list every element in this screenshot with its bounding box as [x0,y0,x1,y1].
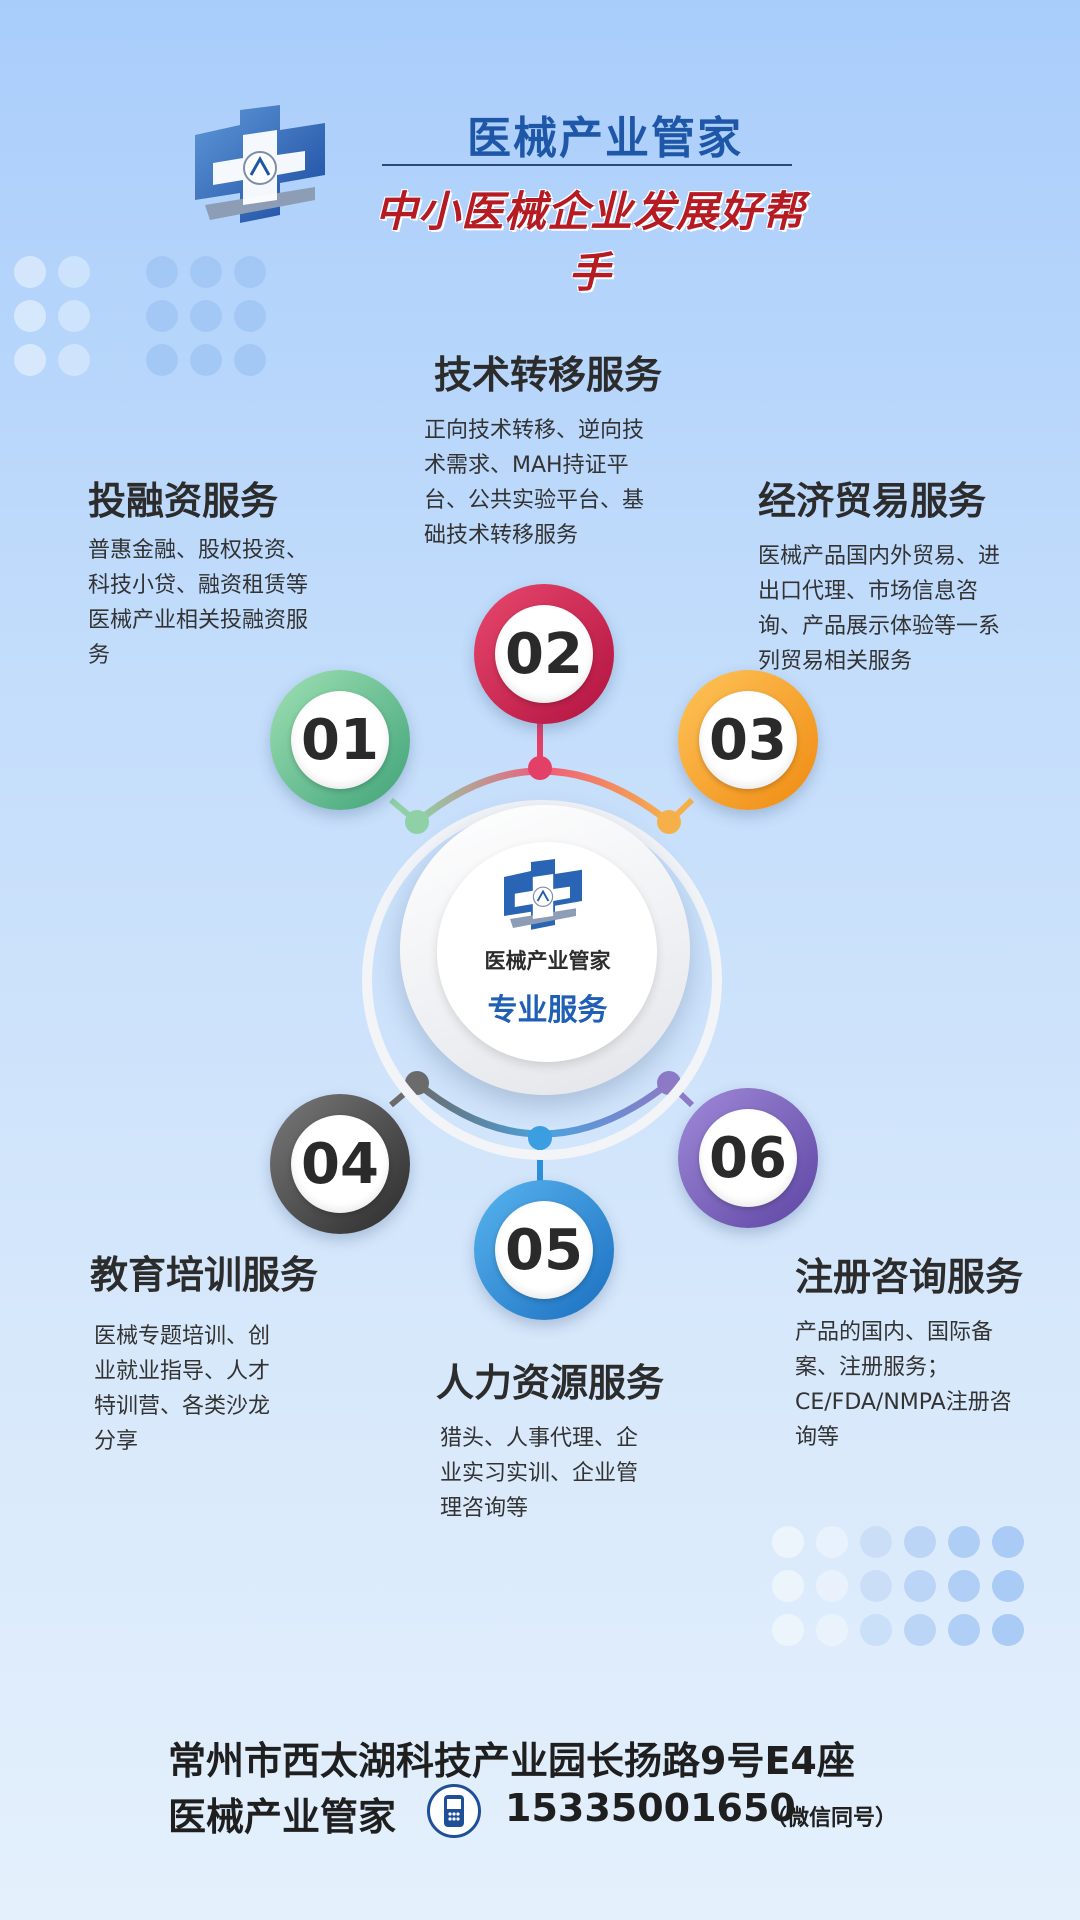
logo-icon [195,105,325,223]
decorative-dots-left [14,256,266,376]
brand-title: 医械产业管家 [467,113,743,164]
service-title-01: 投融资服务 [88,479,279,523]
service-block-06: 注册咨询服务 产品的国内、国际备案、注册服务；CE/FDA/NMPA注册咨询等 [795,1246,1024,1455]
footer-company: 医械产业管家 [168,1795,397,1839]
service-desc-05: 猎头、人事代理、企业实习实训、企业管理咨询等 [440,1426,639,1521]
service-desc-06: 产品的国内、国际备案、注册服务；CE/FDA/NMPA注册咨询等 [795,1320,1012,1450]
footer-address: 常州市西太湖科技产业园长扬路9号E4座 [168,1739,855,1783]
hub-subtitle: 专业服务 [487,993,608,1028]
title-divider [382,164,792,166]
connector-node-03 [657,810,681,834]
connector-node-01 [405,810,429,834]
service-number-01: 01 [270,670,410,810]
wechat-note: （微信同号） [765,1806,898,1831]
service-number-04: 04 [270,1094,410,1234]
service-title-03: 经济贸易服务 [758,479,987,523]
service-block-05: 人力资源服务 猎头、人事代理、企业实习实训、企业管理咨询等 [436,1352,665,1526]
decorative-dots-right [772,1526,1024,1646]
service-title-02: 技术转移服务 [434,353,663,397]
service-number-06: 06 [678,1088,818,1228]
slogan: 中小医械企业发展好帮手 [374,187,805,297]
phone-icon [427,1784,481,1838]
service-title-04: 教育培训服务 [90,1253,319,1297]
phone-number[interactable]: 15335001650 [505,1786,796,1830]
hub-logo-icon [504,859,582,930]
service-title-06: 注册咨询服务 [795,1255,1024,1299]
connector-node-02 [528,756,552,780]
service-desc-03: 医械产品国内外贸易、进出口代理、市场信息咨询、产品展示体验等一系列贸易相关服务 [758,544,1001,674]
service-block-02: 技术转移服务 正向技术转移、逆向技术需求、MAH持证平台、公共实验平台、基础技术… [424,344,664,553]
service-number-02: 02 [474,584,614,724]
service-block-04: 教育培训服务 医械专题培训、创业就业指导、人才特训营、各类沙龙分享 [90,1244,319,1459]
service-number-03: 03 [678,670,818,810]
service-desc-01: 普惠金融、股权投资、科技小贷、融资租赁等医械产业相关投融资服务 [88,538,309,668]
hub-brand-name: 医械产业管家 [484,949,611,973]
service-number-05: 05 [474,1180,614,1320]
service-desc-02: 正向技术转移、逆向技术需求、MAH持证平台、公共实验平台、基础技术转移服务 [424,418,645,548]
service-desc-04: 医械专题培训、创业就业指导、人才特训营、各类沙龙分享 [94,1324,271,1454]
service-title-05: 人力资源服务 [436,1361,665,1405]
service-block-01: 投融资服务 普惠金融、股权投资、科技小贷、融资租赁等医械产业相关投融资服务 [88,470,313,673]
service-block-03: 经济贸易服务 医械产品国内外贸易、进出口代理、市场信息咨询、产品展示体验等一系列… [758,470,1018,679]
